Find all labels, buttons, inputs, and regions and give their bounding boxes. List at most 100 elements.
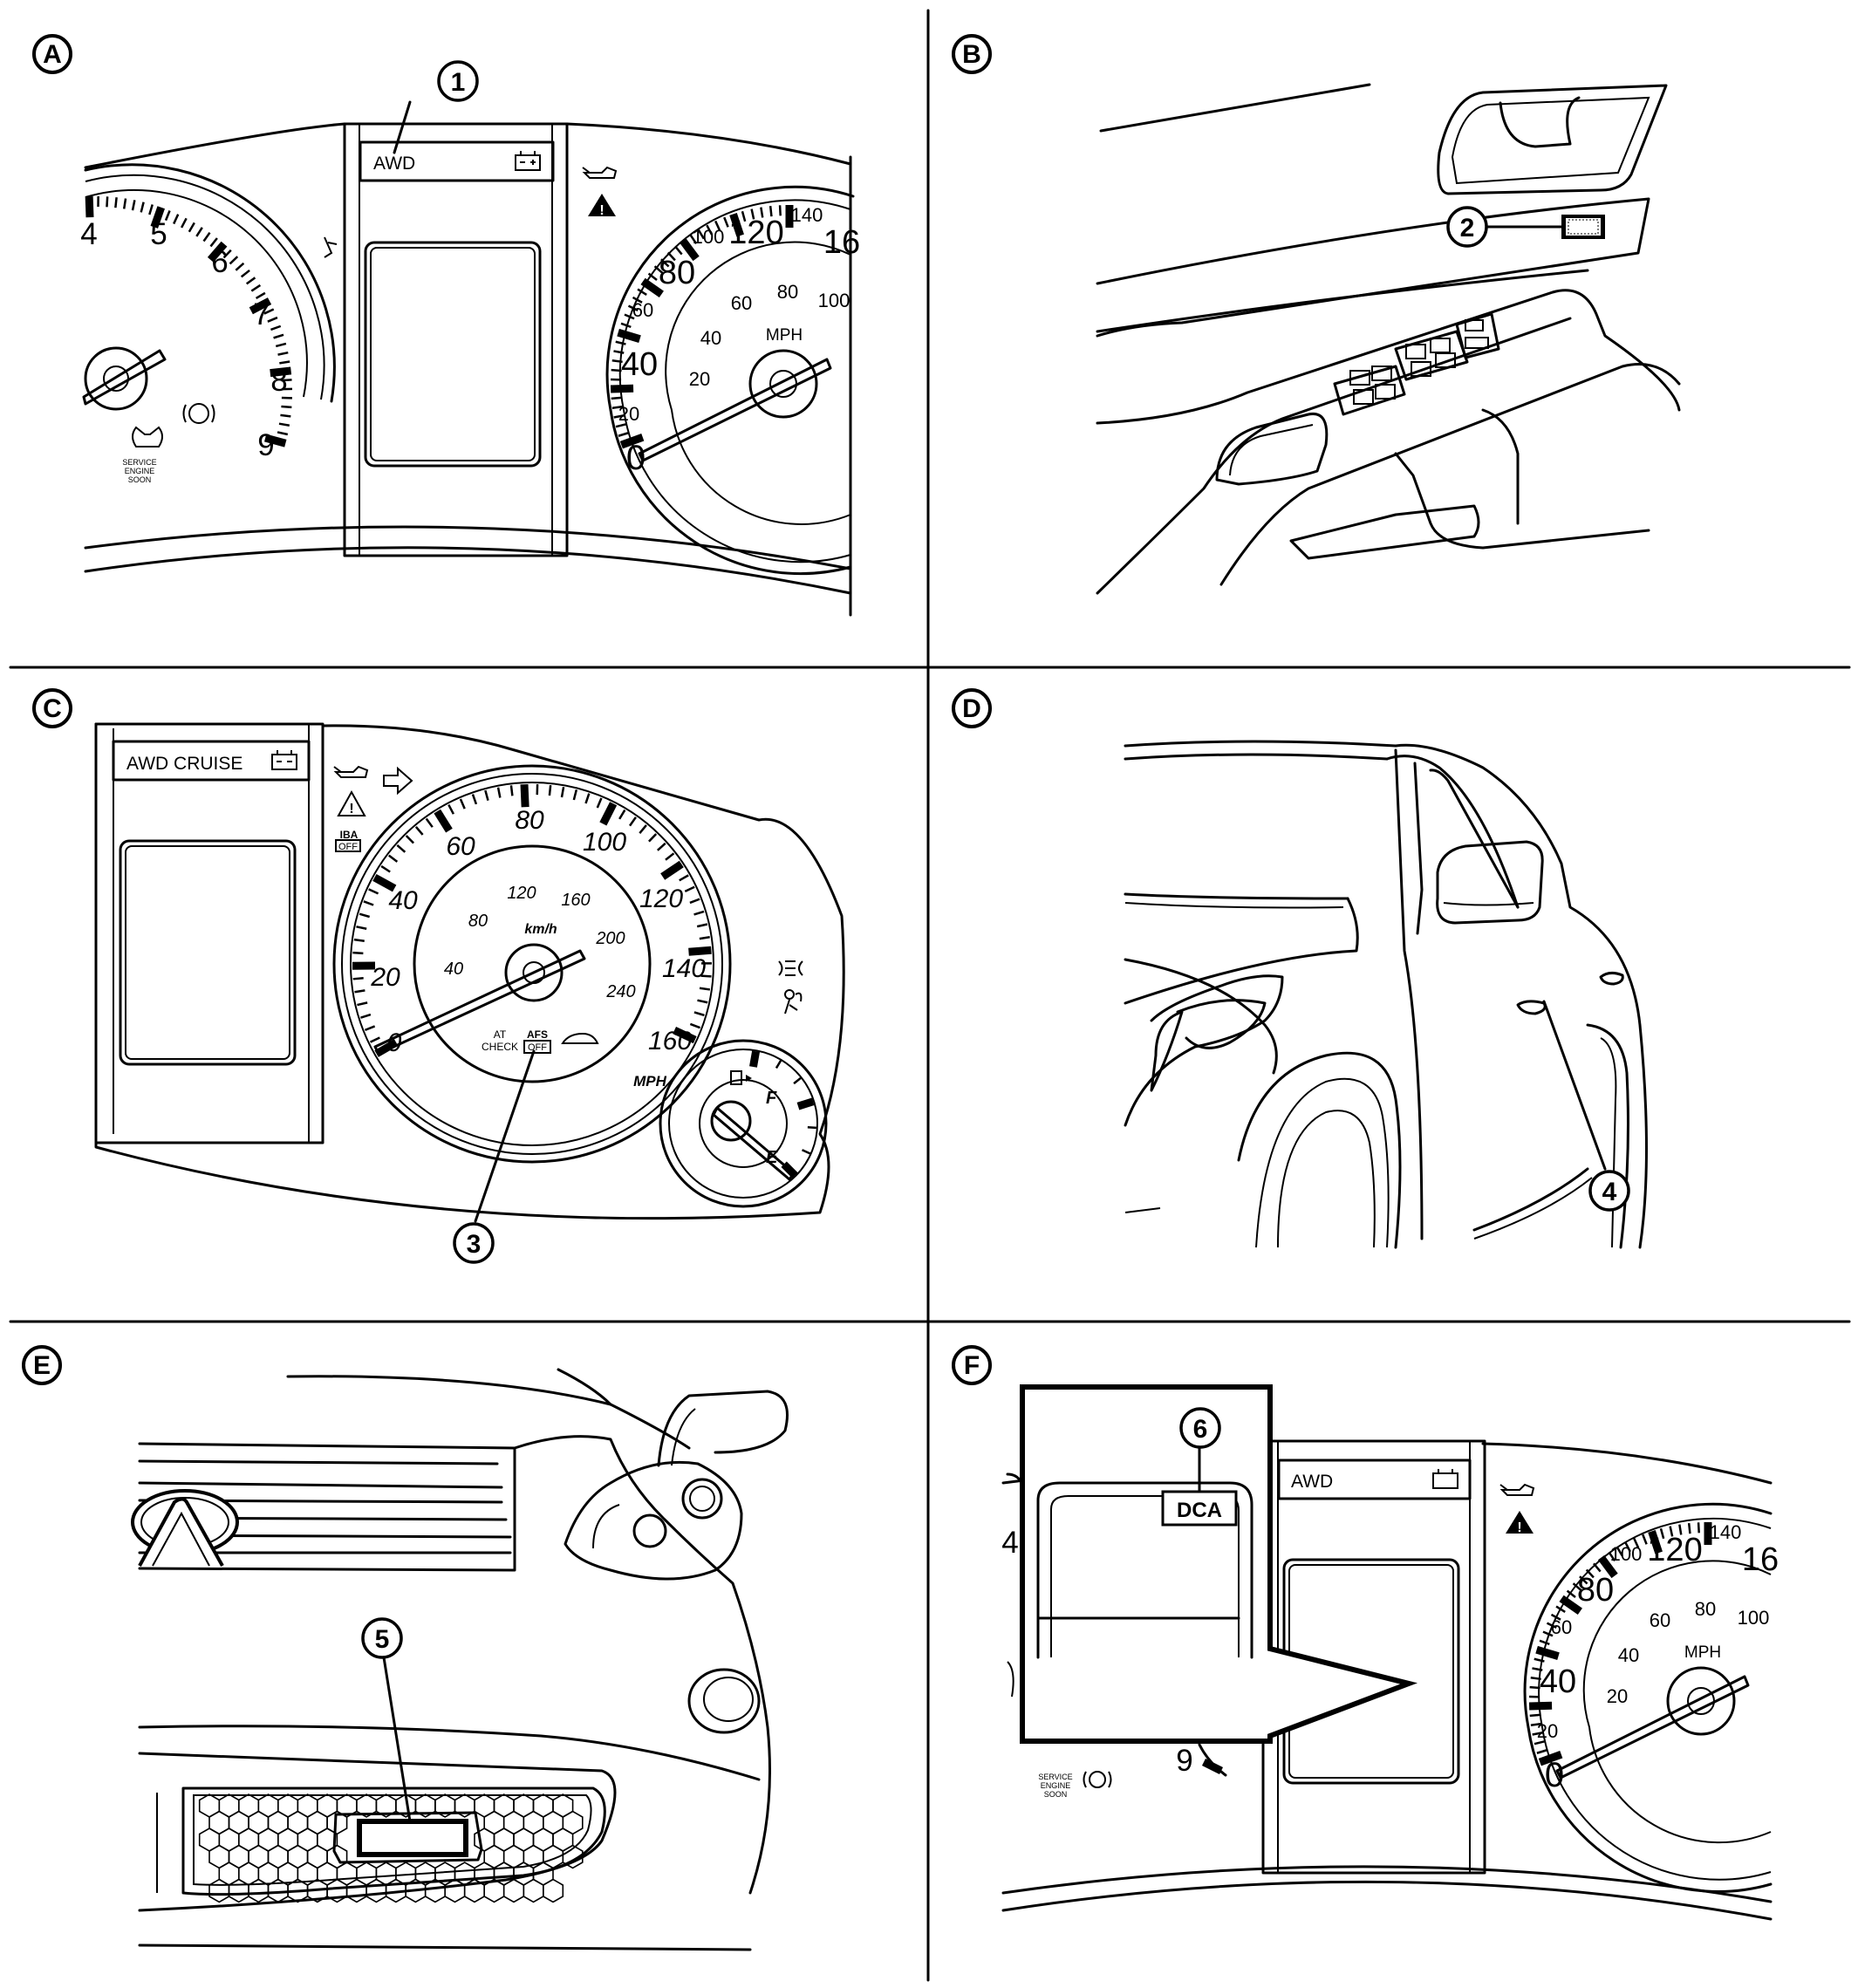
grille-hex-cell: [208, 1878, 230, 1903]
gauge-tick: [666, 251, 676, 262]
gauge-tick: [610, 384, 634, 393]
gauge-tick: [723, 216, 729, 228]
grille-hex-cell: [424, 1878, 447, 1903]
callout-1: 1: [393, 60, 479, 154]
svg-text:6: 6: [211, 245, 228, 279]
gauge-tick: [249, 297, 272, 315]
gauge-tick: [195, 227, 203, 237]
gauge-tick: [615, 423, 626, 428]
svg-text:80: 80: [468, 912, 488, 931]
gauge-tick: [356, 926, 367, 931]
svg-text:2: 2: [1460, 214, 1475, 243]
gauge-tick: [359, 912, 371, 919]
gauge-tick: [164, 210, 171, 222]
svg-text:40: 40: [1618, 1644, 1639, 1666]
gauge-tick: [267, 316, 278, 323]
gauge-tick: [278, 422, 290, 427]
gauge-tick: [1550, 1613, 1561, 1621]
svg-text:SOON: SOON: [128, 475, 152, 484]
gauge-tick: [388, 854, 399, 863]
gauge-tick: [596, 797, 603, 809]
callout-5: 5: [361, 1617, 412, 1823]
svg-text:5: 5: [150, 217, 167, 251]
panel-d-car: [1124, 740, 1648, 1249]
grille-hex-cell: [248, 1878, 270, 1903]
gauge-tick: [639, 824, 647, 835]
gauge-tick: [250, 284, 262, 292]
grille-hex-cell: [444, 1878, 466, 1903]
gauge-tick: [1633, 1537, 1640, 1548]
gauge-tick: [714, 220, 721, 231]
gauge-tick: [1585, 1568, 1595, 1579]
airbag-icon: [784, 989, 803, 1014]
gauge-tick: [263, 308, 275, 315]
svg-text:240: 240: [605, 982, 635, 1001]
gauge-tick: [122, 198, 127, 209]
svg-text:40: 40: [388, 886, 418, 915]
gauge-tick: [396, 844, 406, 853]
callout-4: 4: [1542, 1000, 1630, 1212]
svg-text:F: F: [964, 1351, 980, 1380]
svg-text:AFS: AFS: [527, 1028, 548, 1041]
svg-text:60: 60: [1650, 1609, 1670, 1631]
gauge-tick: [520, 783, 529, 808]
gauge-tick: [150, 206, 165, 229]
gauge-tick: [688, 946, 712, 956]
speedometer: 20 40 60 80 100 120 140 160 0 40 80 120 …: [332, 764, 732, 1164]
grid-dividers: [9, 9, 1851, 1982]
gauge-tick: [471, 794, 478, 805]
gauge-tick: [1529, 1685, 1540, 1690]
gauge-tick: [85, 195, 94, 218]
gauge-tick: [679, 237, 700, 262]
gauge-tick: [280, 413, 291, 418]
awd-label: AWD: [373, 154, 415, 174]
gauge-tick: [1532, 1667, 1543, 1671]
dca-label: DCA: [1177, 1499, 1222, 1522]
gauge-tick: [584, 793, 591, 804]
gauge-tick: [353, 938, 365, 943]
gauge-tick: [352, 977, 364, 980]
svg-text:120: 120: [639, 885, 683, 913]
gauge-tick: [1534, 1740, 1545, 1745]
svg-text:A: A: [43, 40, 62, 69]
awd-display-box: [359, 140, 555, 182]
speedometer: 0 20 40 60 80 100 120 140 16 20 40 60 80…: [605, 185, 860, 576]
gauge-tick: [611, 359, 623, 364]
gauge-tick: [611, 396, 622, 400]
svg-text:20: 20: [689, 368, 710, 390]
gauge-tick: [447, 803, 454, 815]
gauge-tick: [263, 434, 287, 447]
gauge-tick: [1539, 1639, 1550, 1646]
gauge-tick: [509, 785, 514, 796]
svg-text:0: 0: [626, 439, 646, 477]
svg-text:!: !: [1517, 1520, 1521, 1535]
gauge-tick: [140, 202, 145, 213]
svg-text:1: 1: [451, 68, 466, 97]
gauge-tick: [277, 431, 289, 436]
fuel-gauge: F E: [659, 1039, 828, 1208]
callout-6: 6: [1179, 1407, 1221, 1493]
gauge-tick: [618, 432, 629, 437]
svg-text:4: 4: [1602, 1178, 1617, 1206]
svg-text:40: 40: [1540, 1663, 1576, 1700]
svg-text:ENGINE: ENGINE: [125, 467, 155, 475]
svg-text:7: 7: [253, 297, 270, 331]
gauge-tick: [741, 210, 747, 222]
gauge-tick: [560, 786, 565, 798]
tachometer-partial: 4 9 SERVICE ENGINE SOON: [1001, 1472, 1227, 1799]
svg-text:140: 140: [791, 204, 823, 226]
svg-text:16: 16: [1742, 1541, 1779, 1578]
svg-text:CHECK: CHECK: [482, 1041, 518, 1053]
gauge-tick: [627, 304, 639, 312]
fog-lamp: [687, 1668, 761, 1734]
gauge-tick: [624, 313, 635, 320]
svg-text:40: 40: [444, 960, 463, 979]
gauge-tick: [273, 333, 284, 339]
awd-label: AWD: [1291, 1472, 1333, 1492]
svg-text:IBA: IBA: [340, 829, 359, 841]
gauge-tick: [114, 197, 118, 208]
svg-text:16: 16: [823, 224, 860, 261]
svg-text:!: !: [599, 203, 604, 218]
gauge-tick: [414, 826, 424, 836]
svg-text:80: 80: [659, 255, 695, 291]
